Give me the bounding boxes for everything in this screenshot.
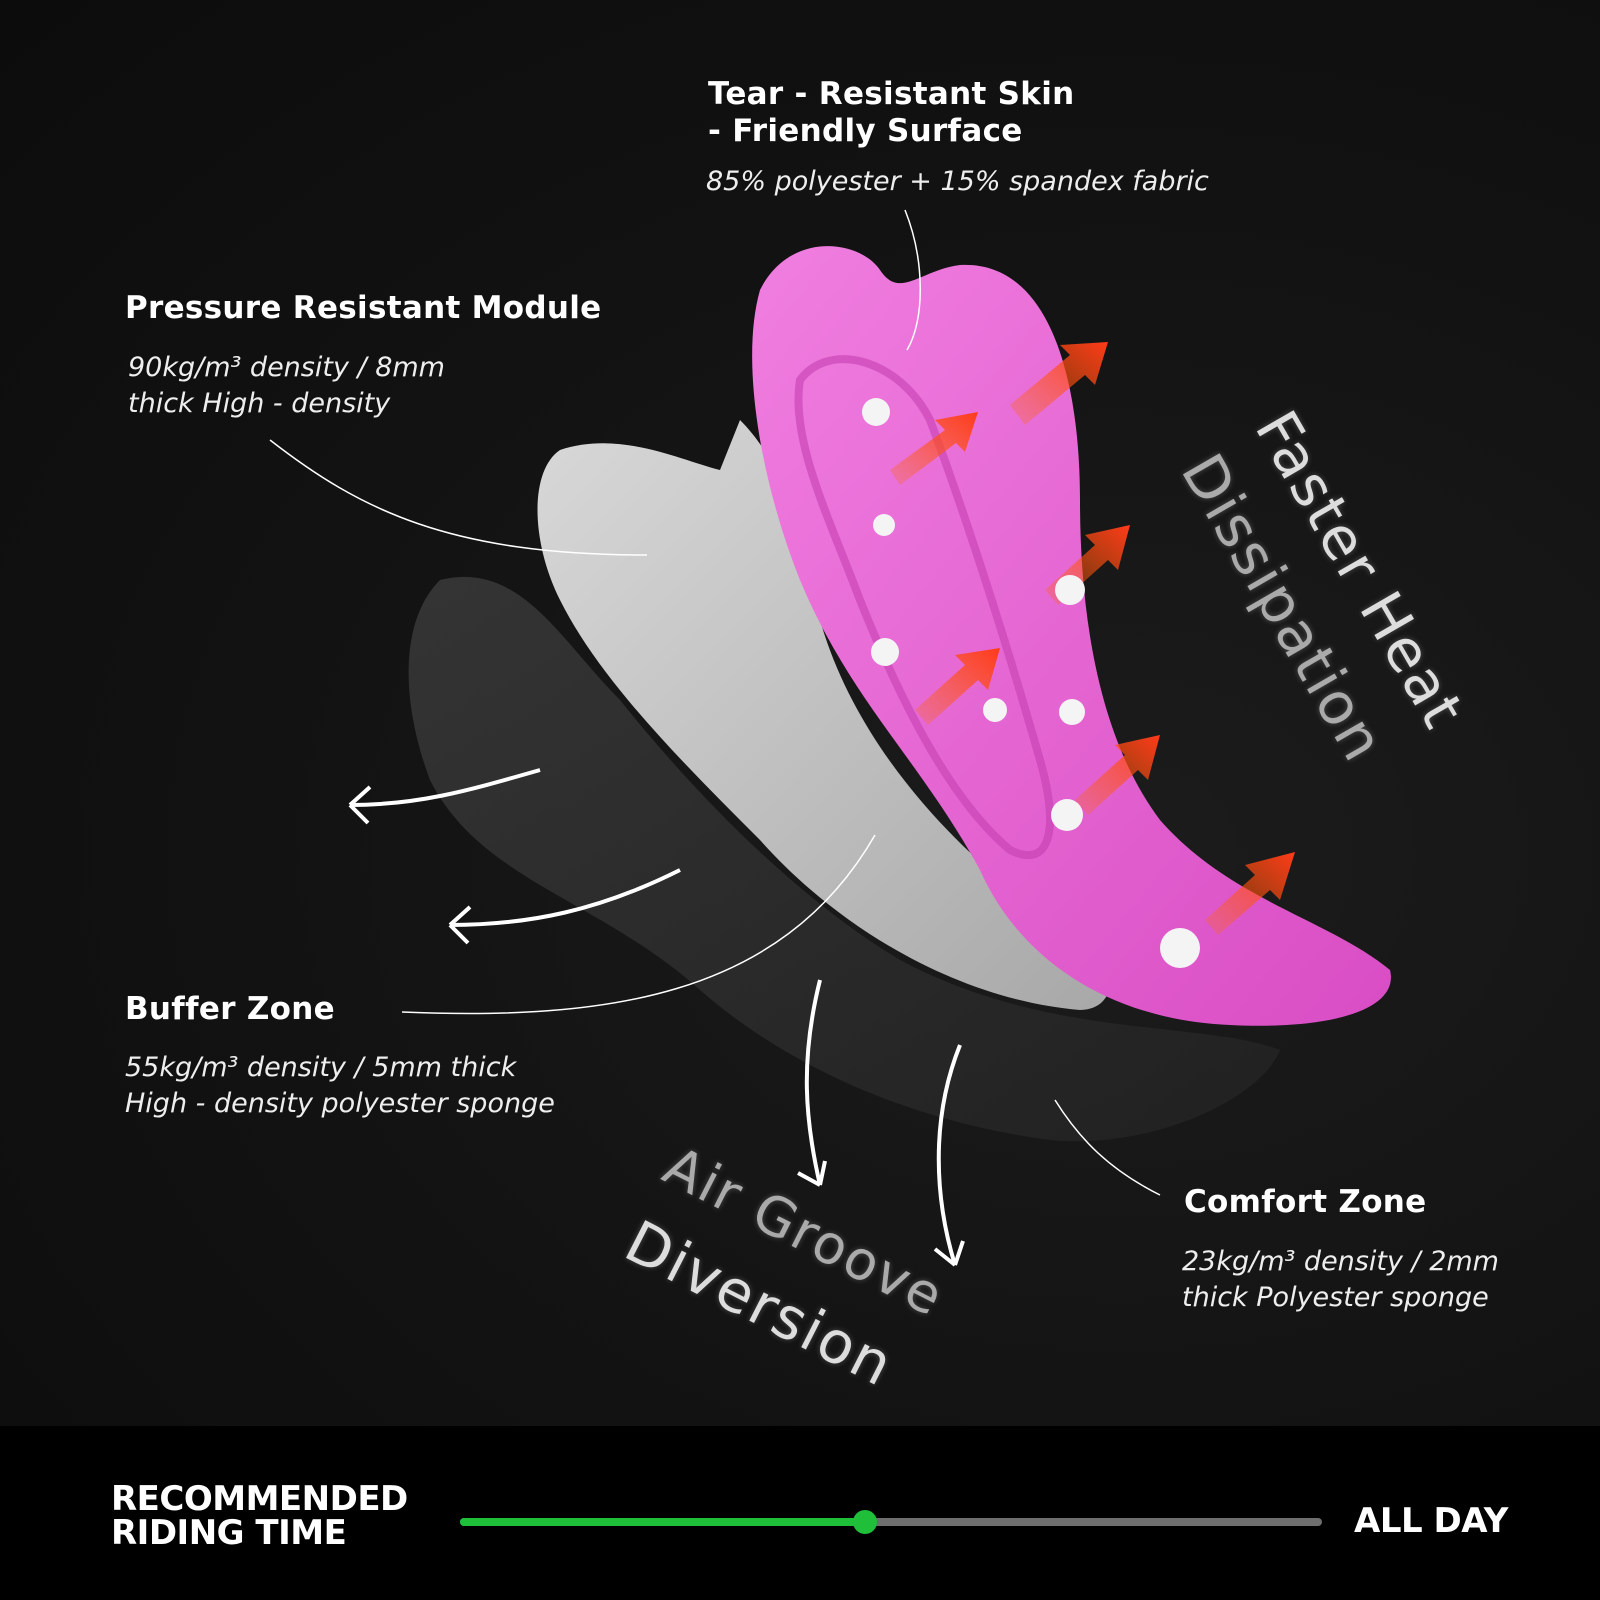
riding-time-label-line2: RIDING TIME bbox=[111, 1513, 347, 1553]
riding-time-label-line1: RECOMMENDED bbox=[111, 1479, 408, 1519]
air-flow-arrows bbox=[348, 768, 965, 1267]
pressure-desc-line1: 90kg/m³ density / 8mm bbox=[128, 352, 445, 383]
infographic-stage: Tear - Resistant Skin - Friendly Surface… bbox=[0, 0, 1600, 1426]
riding-time-bar: RECOMMENDED RIDING TIME ALL DAY bbox=[0, 1426, 1600, 1600]
leader-lines bbox=[269, 209, 1161, 1196]
surface-title-line1: Tear - Resistant Skin bbox=[708, 76, 1075, 112]
comfort-desc-line1: 23kg/m³ density / 2mm bbox=[1182, 1246, 1499, 1277]
riding-time-fill bbox=[460, 1518, 866, 1526]
surface-desc: 85% polyester + 15% spandex fabric bbox=[706, 166, 1209, 197]
buffer-desc-line2: High - density polyester sponge bbox=[125, 1088, 555, 1119]
surface-title: Tear - Resistant Skin - Friendly Surface bbox=[708, 76, 1075, 150]
buffer-title: Buffer Zone bbox=[125, 991, 335, 1027]
buffer-desc: 55kg/m³ density / 5mm thick High - densi… bbox=[125, 1050, 555, 1122]
comfort-zone-layer bbox=[408, 576, 1280, 1142]
heat-arrows bbox=[890, 342, 1295, 935]
chamois-pad-illustration bbox=[269, 209, 1391, 1267]
buffer-desc-line1: 55kg/m³ density / 5mm thick bbox=[125, 1052, 517, 1083]
riding-time-thumb[interactable] bbox=[853, 1510, 878, 1534]
pressure-desc: 90kg/m³ density / 8mm thick High - densi… bbox=[128, 350, 445, 422]
surface-title-line2: - Friendly Surface bbox=[708, 113, 1023, 149]
surface-layer-pad bbox=[752, 246, 1391, 1026]
comfort-title: Comfort Zone bbox=[1184, 1184, 1427, 1220]
buffer-zone-layer bbox=[537, 420, 1111, 1010]
comfort-desc-line2: thick Polyester sponge bbox=[1182, 1282, 1489, 1313]
all-day-label: ALL DAY bbox=[1354, 1501, 1508, 1541]
comfort-desc: 23kg/m³ density / 2mm thick Polyester sp… bbox=[1182, 1244, 1499, 1316]
pad-groove bbox=[794, 355, 1054, 860]
pressure-title: Pressure Resistant Module bbox=[125, 290, 602, 326]
riding-time-slider[interactable] bbox=[460, 1510, 1322, 1534]
riding-time-label: RECOMMENDED RIDING TIME bbox=[111, 1482, 408, 1550]
pressure-desc-line2: thick High - density bbox=[128, 388, 391, 419]
moisture-droplets bbox=[862, 398, 1200, 968]
